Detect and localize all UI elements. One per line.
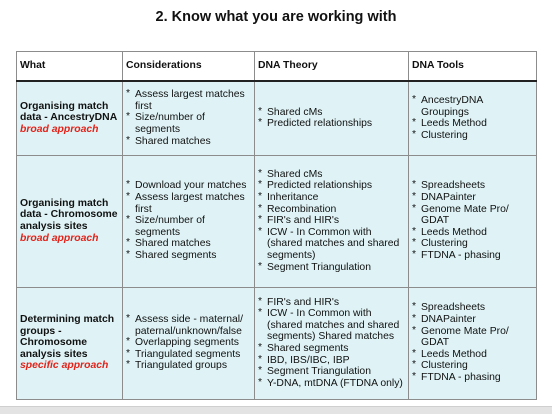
list-item: ICW - In Common with (shared matches and… (258, 307, 405, 343)
list-item: Spreadsheets (412, 301, 533, 314)
list-item: Clustering (412, 237, 533, 250)
list-item: DNAPainter (412, 313, 533, 326)
list-item: Size/number of segments (126, 214, 251, 238)
considerations-cell: Assess side - maternal/ paternal/unknown… (122, 286, 255, 400)
what-cell: Organising match data - AncestryDNA broa… (16, 80, 123, 156)
approach-label: broad approach (20, 124, 99, 136)
what-text: Organising match data - Chromosome analy… (20, 197, 118, 232)
list-item: Clustering (412, 129, 533, 142)
tools-cell: Spreadsheets DNAPainter Genome Mate Pro/… (408, 154, 537, 288)
list-item: Leeds Method (412, 117, 533, 130)
list-item: Shared matches (126, 135, 251, 148)
list-item: Segment Triangulation (258, 365, 405, 378)
list-item: Spreadsheets (412, 179, 533, 192)
list-item: Triangulated groups (126, 359, 251, 372)
column-header-dna-tools: DNA Tools (408, 51, 537, 82)
what-cell: Determining match groups - Chromosome an… (16, 286, 123, 400)
list-item: Assess largest matches first (126, 88, 251, 112)
list-item: IBD, IBS/IBC, IBP (258, 354, 405, 367)
table-row: Determining match groups - Chromosome an… (16, 286, 537, 400)
list-item: FTDNA - phasing (412, 249, 533, 262)
tools-cell: Spreadsheets DNAPainter Genome Mate Pro/… (408, 286, 537, 400)
approach-label: specific approach (20, 360, 109, 372)
list-item: Y-DNA, mtDNA (FTDNA only) (258, 377, 405, 390)
list-item: Leeds Method (412, 348, 533, 361)
list-item: ICW - In Common with (shared matches and… (258, 226, 405, 262)
list-item: AncestryDNA Groupings (412, 94, 533, 118)
list-item: Predicted relationships (258, 179, 405, 192)
list-item: Assess largest matches first (126, 191, 251, 215)
considerations-cell: Assess largest matches first Size/number… (122, 80, 255, 156)
list-item: Triangulated segments (126, 348, 251, 361)
list-item: Genome Mate Pro/ GDAT (412, 203, 533, 227)
list-item: Recombination (258, 203, 405, 216)
theory-cell: FIR's and HIR's ICW - In Common with (sh… (254, 286, 409, 400)
what-text: Determining match groups - Chromosome an… (20, 314, 115, 360)
list-item: Shared segments (126, 249, 251, 262)
header-row: What Considerations DNA Theory DNA Tools (16, 51, 537, 82)
list-item: FTDNA - phasing (412, 371, 533, 384)
column-header-what: What (16, 51, 123, 82)
list-item: Segment Triangulation (258, 261, 405, 274)
approach-label: broad approach (20, 232, 99, 244)
comparison-table: What Considerations DNA Theory DNA Tools… (16, 51, 537, 400)
what-text: Organising match data - AncestryDNA (20, 100, 118, 124)
list-item: Clustering (412, 359, 533, 372)
table-row: Organising match data - AncestryDNA broa… (16, 80, 537, 156)
list-item: Genome Mate Pro/ GDAT (412, 325, 533, 349)
list-item: Inheritance (258, 191, 405, 204)
considerations-cell: Download your matches Assess largest mat… (122, 154, 255, 288)
bottom-divider (0, 406, 552, 414)
list-item: FIR's and HIR's (258, 214, 405, 227)
table-row: Organising match data - Chromosome analy… (16, 154, 537, 288)
list-item: Assess side - maternal/ paternal/unknown… (126, 313, 251, 337)
tools-cell: AncestryDNA Groupings Leeds Method Clust… (408, 80, 537, 156)
theory-cell: Shared cMs Predicted relationships Inher… (254, 154, 409, 288)
column-header-considerations: Considerations (122, 51, 255, 82)
list-item: FIR's and HIR's (258, 296, 405, 309)
list-item: Overlapping segments (126, 336, 251, 349)
list-item: Leeds Method (412, 226, 533, 239)
list-item: Shared matches (126, 237, 251, 250)
list-item: Shared cMs (258, 168, 405, 181)
list-item: Download your matches (126, 179, 251, 192)
slide-title: 2. Know what you are working with (155, 9, 397, 25)
list-item: DNAPainter (412, 191, 533, 204)
column-header-dna-theory: DNA Theory (254, 51, 409, 82)
theory-cell: Shared cMs Predicted relationships (254, 80, 409, 156)
list-item: Size/number of segments (126, 111, 251, 135)
list-item: Shared cMs (258, 106, 405, 119)
list-item: Predicted relationships (258, 117, 405, 130)
what-cell: Organising match data - Chromosome analy… (16, 154, 123, 288)
list-item: Shared segments (258, 342, 405, 355)
